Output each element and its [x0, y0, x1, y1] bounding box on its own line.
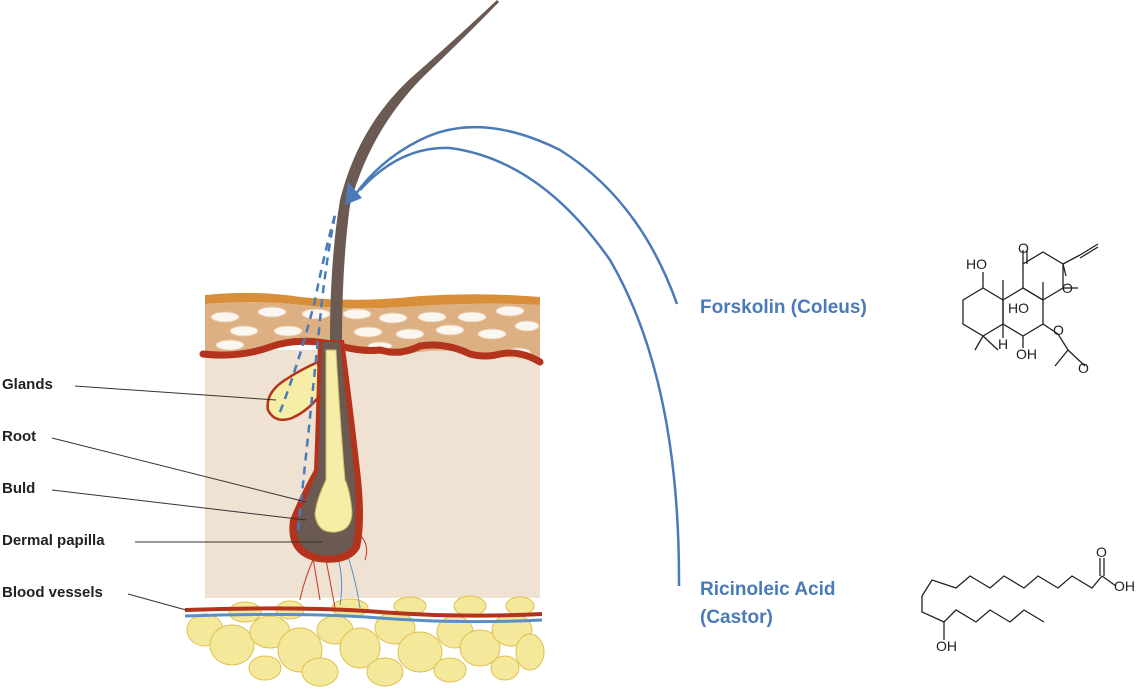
hair-root [314, 349, 353, 533]
ingredient-ricinoleic-line1: Ricinoleic Acid [700, 579, 836, 600]
forskolin-o-acetyl-label: O [1053, 322, 1064, 338]
ricinoleic-structure [921, 558, 1117, 640]
blood-vessel-blue [184, 612, 543, 624]
arrow-head [345, 182, 362, 205]
forskolin-structure [962, 243, 1099, 367]
label-root: Root [2, 428, 37, 445]
forskolin-h-label: H [998, 336, 1009, 352]
dermis-layer [205, 350, 540, 598]
ingredient-ricinoleic-line2: (Castor) [700, 607, 773, 628]
basement-membrane [199, 337, 544, 366]
label-blood-vessels: Blood vessels [2, 584, 103, 601]
forskolin-ho-inner-label: HO [1008, 300, 1029, 316]
blood-vessel-red [184, 606, 543, 618]
leader-lines [51, 385, 322, 611]
forskolin-o-carbonyl-label: O [1078, 360, 1089, 376]
fat-layer [186, 595, 545, 687]
ingredient-forskolin: Forskolin (Coleus) [700, 297, 867, 318]
ingredient-ricinoleic: Ricinoleic Acid (Castor) [700, 576, 836, 632]
dermal-papilla-shape [312, 532, 343, 549]
label-dermal-papilla: Dermal papilla [2, 532, 105, 549]
penetration-path-dashed [278, 214, 337, 413]
ricinoleic-oh-label: OH [936, 638, 957, 654]
label-glands: Glands [2, 376, 53, 393]
penetration-path-dashed-2 [296, 214, 337, 531]
forskolin-arc [353, 125, 679, 305]
forskolin-ho-label: HO [966, 256, 987, 272]
forskolin-o-ketone-label: O [1018, 240, 1029, 256]
label-buld: Buld [2, 480, 36, 497]
forskolin-o-ring-label: O [1062, 280, 1073, 296]
ricinoleic-o-label: O [1096, 544, 1107, 560]
ricinoleic-oh-acid-label: OH [1114, 578, 1135, 594]
ricinoleic-arc [359, 146, 681, 587]
epidermis-top [205, 292, 540, 309]
forskolin-oh-label: OH [1016, 346, 1037, 362]
hair-shaft [330, 0, 499, 340]
epidermis-cell-ovals [210, 305, 540, 359]
